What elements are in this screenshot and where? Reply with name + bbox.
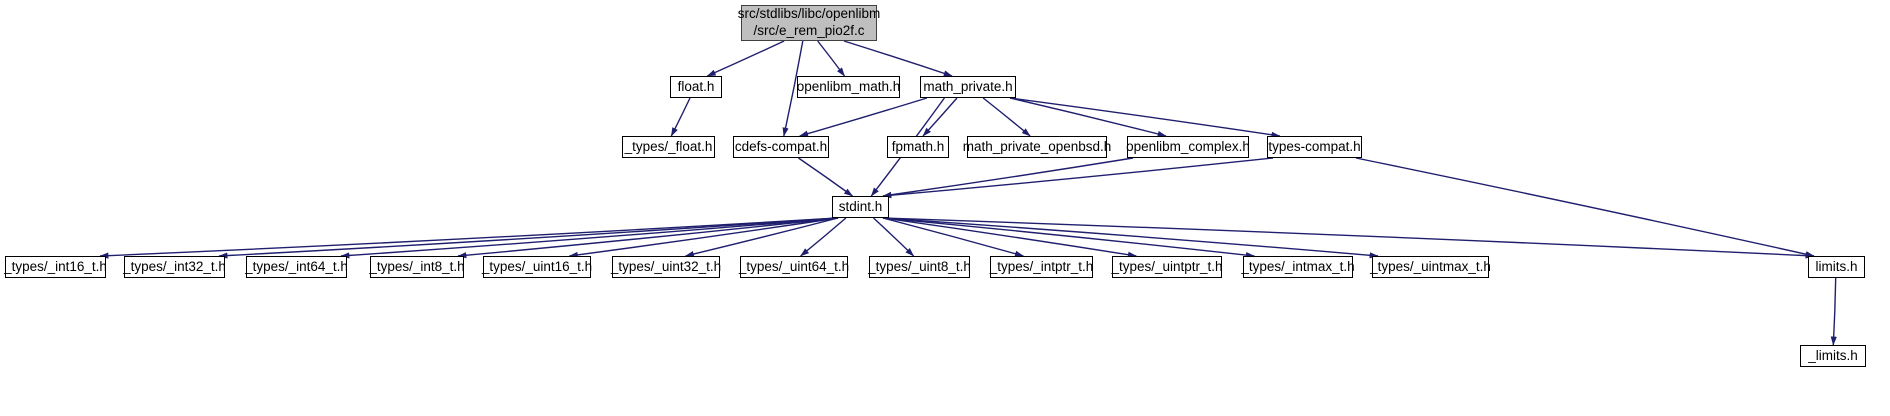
- graph-edge-stdint-to-limits: [882, 217, 1815, 259]
- graph-node-label: _types/_uintptr_t.h: [1111, 259, 1223, 275]
- graph-node-uint8[interactable]: _types/_uint8_t.h: [868, 256, 971, 278]
- graph-node-label: _types/_float.h: [624, 139, 713, 155]
- graph-node-label: math_private.h: [923, 79, 1013, 95]
- graph-node-label: cdefs-compat.h: [734, 139, 828, 155]
- graph-node-label: _types/_uint16_t.h: [481, 259, 593, 275]
- graph-node-label: _types/_intptr_t.h: [989, 259, 1094, 275]
- graph-edge-stdint-to-intmax: [882, 217, 1255, 259]
- graph-edge-stdint-to-uint16: [568, 217, 839, 258]
- graph-edge-types_compat-to-stdint: [882, 157, 1274, 199]
- graph-node-label: _types/_uint64_t.h: [738, 259, 850, 275]
- graph-node-label: openlibm_math.h: [796, 79, 901, 95]
- graph-node-openlibm_cplx[interactable]: openlibm_complex.h: [1126, 136, 1250, 158]
- graph-node-_limits[interactable]: _limits.h: [1800, 345, 1866, 367]
- graph-node-int32[interactable]: _types/_int32_t.h: [123, 256, 226, 278]
- graph-edge-types_compat-to-limits: [1355, 157, 1815, 258]
- graph-node-label: _limits.h: [1808, 348, 1858, 364]
- graph-node-root[interactable]: src/stdlibs/libc/openlibm /src/e_rem_pio…: [738, 5, 880, 41]
- graph-node-limits[interactable]: limits.h: [1808, 256, 1865, 278]
- graph-node-types_compat[interactable]: types-compat.h: [1267, 136, 1362, 158]
- graph-node-label: openlibm_complex.h: [1126, 139, 1250, 155]
- graph-edge-stdint-to-int64: [340, 217, 839, 259]
- graph-edge-stdint-to-intptr: [882, 217, 1024, 257]
- graph-edge-math_private-to-cdefs_compat: [799, 97, 928, 137]
- graph-edge-math_private-to-fpmath: [922, 97, 958, 137]
- graph-edge-root-to-openlibm_math: [817, 40, 846, 77]
- graph-node-int16[interactable]: _types/_int16_t.h: [4, 256, 107, 278]
- graph-node-label: _types/_int8_t.h: [369, 259, 465, 275]
- graph-edge-stdint-to-uintptr: [882, 217, 1137, 258]
- graph-edge-stdint-to-int32: [218, 217, 839, 259]
- graph-node-math_priv_obsd[interactable]: math_private_openbsd.h: [963, 136, 1111, 158]
- graph-edge-stdint-to-uint32: [684, 217, 839, 258]
- graph-node-int64[interactable]: _types/_int64_t.h: [245, 256, 348, 278]
- graph-node-types_float[interactable]: _types/_float.h: [622, 136, 715, 158]
- graph-node-int8[interactable]: _types/_int8_t.h: [369, 256, 465, 278]
- graph-node-uint64[interactable]: _types/_uint64_t.h: [738, 256, 850, 278]
- graph-edge-stdint-to-uint64: [800, 217, 847, 257]
- graph-node-cdefs_compat[interactable]: cdefs-compat.h: [733, 136, 829, 158]
- graph-node-intmax[interactable]: _types/_intmax_t.h: [1241, 256, 1355, 278]
- graph-node-uintmax[interactable]: _types/_uintmax_t.h: [1370, 256, 1491, 278]
- graph-node-label: fpmath.h: [891, 139, 945, 155]
- graph-node-label: _types/_intmax_t.h: [1241, 259, 1355, 275]
- graph-node-label: _types/_int16_t.h: [4, 259, 107, 275]
- graph-edge-float-to-types_float: [670, 97, 691, 137]
- graph-node-label: types-compat.h: [1268, 139, 1361, 155]
- graph-node-uintptr[interactable]: _types/_uintptr_t.h: [1111, 256, 1223, 278]
- graph-node-math_private[interactable]: math_private.h: [920, 76, 1016, 98]
- graph-edge-stdint-to-int16: [99, 217, 839, 259]
- graph-node-label: _types/_uintmax_t.h: [1370, 259, 1491, 275]
- graph-node-label: src/stdlibs/libc/openlibm /src/e_rem_pio…: [737, 6, 881, 38]
- graph-edge-stdint-to-uint8: [873, 217, 915, 257]
- graph-node-uint32[interactable]: _types/_uint32_t.h: [610, 256, 722, 278]
- graph-node-fpmath[interactable]: fpmath.h: [887, 136, 949, 158]
- graph-edge-stdint-to-int8: [457, 217, 839, 259]
- graph-node-stdint[interactable]: stdint.h: [832, 196, 889, 218]
- graph-node-uint16[interactable]: _types/_uint16_t.h: [481, 256, 593, 278]
- graph-edge-openlibm_cplx-to-stdint: [882, 157, 1134, 198]
- graph-node-float[interactable]: float.h: [670, 76, 722, 98]
- graph-edge-stdint-to-uintmax: [882, 217, 1379, 259]
- graph-node-label: stdint.h: [838, 199, 883, 215]
- graph-node-intptr[interactable]: _types/_intptr_t.h: [990, 256, 1093, 278]
- graph-node-label: _types/_uint8_t.h: [868, 259, 971, 275]
- graph-edge-root-to-math_private: [843, 40, 953, 77]
- graph-edge-math_private-to-types_compat: [1009, 97, 1281, 138]
- graph-edge-cdefs_compat-to-stdint: [798, 157, 853, 197]
- graph-edge-root-to-float: [706, 40, 785, 77]
- graph-node-label: _types/_int32_t.h: [123, 259, 226, 275]
- graph-node-label: _types/_uint32_t.h: [610, 259, 722, 275]
- graph-node-label: float.h: [677, 79, 715, 95]
- graph-edge-math_private-to-math_priv_obsd: [982, 97, 1031, 137]
- graph-node-label: math_private_openbsd.h: [962, 139, 1112, 155]
- graph-node-label: limits.h: [1815, 259, 1858, 275]
- graph-node-label: _types/_int64_t.h: [245, 259, 348, 275]
- graph-node-openlibm_math[interactable]: openlibm_math.h: [797, 76, 900, 98]
- graph-edge-math_private-to-openlibm_cplx: [1009, 97, 1167, 137]
- graph-edge-limits-to-_limits: [1830, 277, 1837, 346]
